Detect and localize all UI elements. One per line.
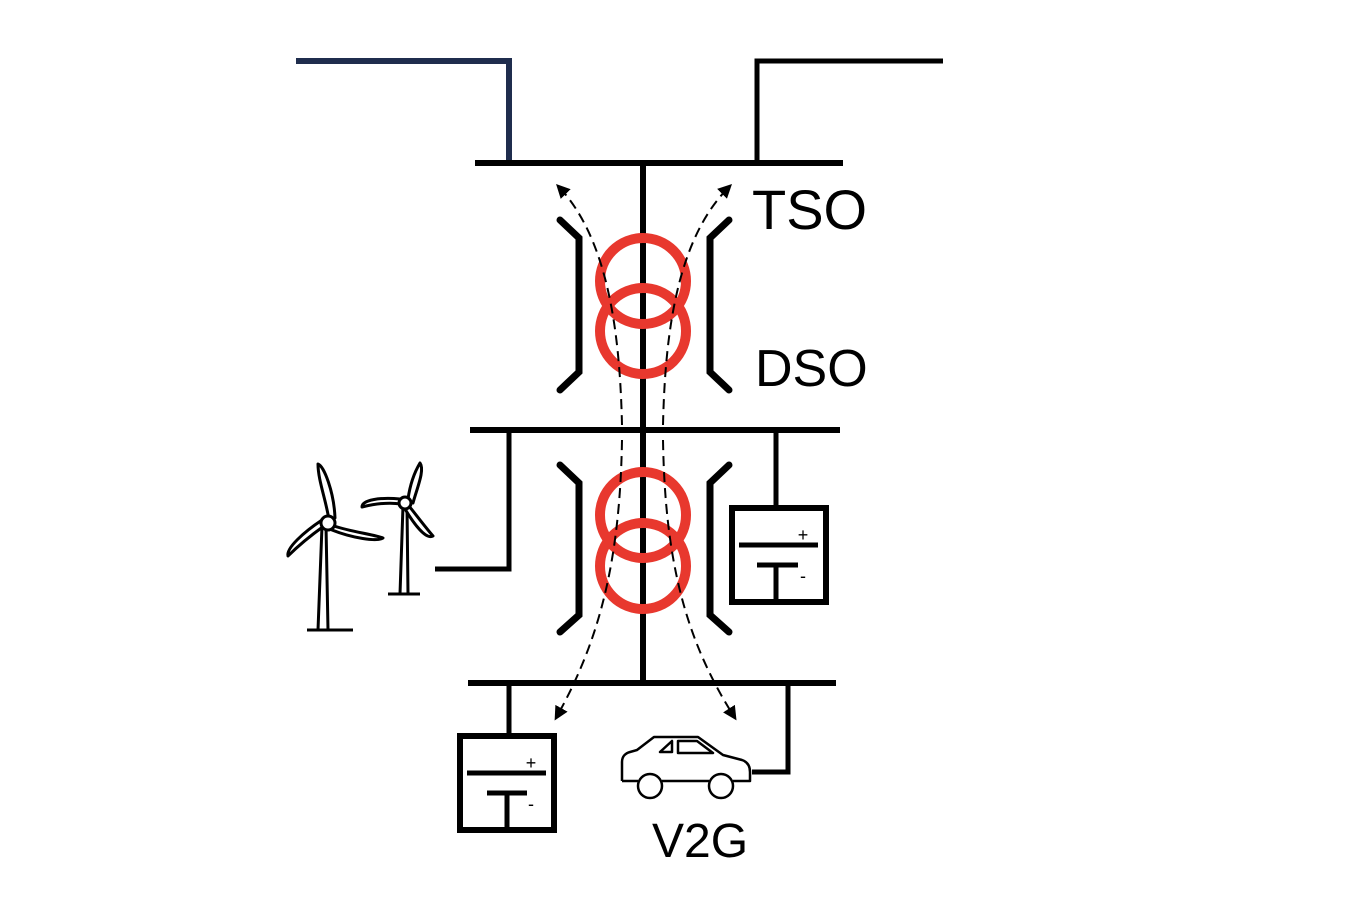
flow-arrow-icon xyxy=(554,183,737,721)
battery-plus-label: + xyxy=(526,753,537,773)
v2g-label: V2G xyxy=(652,815,748,868)
v2g-feeder-line xyxy=(752,683,791,775)
bracket-pair-upper xyxy=(556,216,733,394)
transformer-icon-upper xyxy=(595,233,691,379)
dso-label: DSO xyxy=(755,340,868,398)
battery-minus-label: - xyxy=(528,794,534,814)
electric-car-icon xyxy=(620,735,752,800)
battery-icon-lower: + - xyxy=(457,733,557,833)
wind-feeder-line xyxy=(435,430,512,572)
wind-turbine-icon xyxy=(286,461,435,632)
incoming-feeder-left xyxy=(296,58,512,163)
battery-plus-label: + xyxy=(798,525,809,545)
battery-minus-label: - xyxy=(800,566,806,586)
bracket-pair-lower xyxy=(556,461,733,636)
tso-label: TSO xyxy=(752,178,867,241)
incoming-feeder-right xyxy=(754,58,943,163)
transformer-icon-lower xyxy=(595,467,691,614)
battery-icon-upper: + - xyxy=(729,505,829,605)
